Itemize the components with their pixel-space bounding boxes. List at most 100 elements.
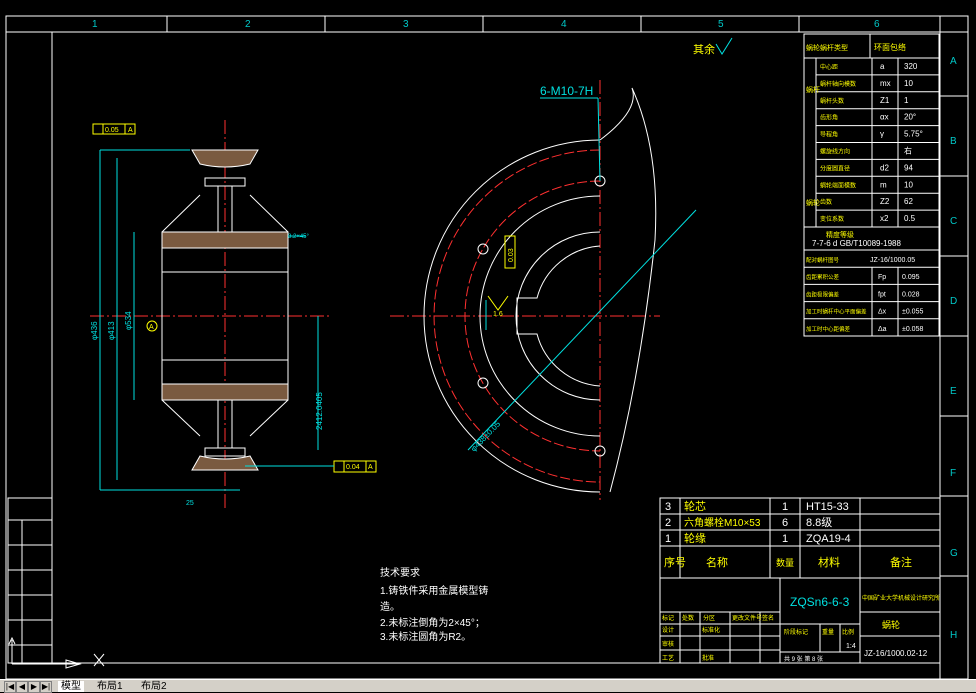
param-value: 0.5 bbox=[904, 214, 916, 223]
zone-col-5: 5 bbox=[718, 19, 724, 30]
param2-value: 0.028 bbox=[902, 291, 920, 298]
tolerance-frame-top: 0.05 A bbox=[92, 123, 136, 135]
bom-no: 2 bbox=[665, 517, 671, 529]
bom-name: 六角螺栓M10×53 bbox=[684, 516, 761, 529]
zone-row-a: A bbox=[950, 56, 957, 67]
param-symbol: x2 bbox=[880, 214, 889, 223]
param-label: 蜗轮端面模数 bbox=[820, 181, 856, 189]
tb-design: 设计 bbox=[662, 626, 674, 634]
tb-count: 处数 bbox=[682, 614, 694, 622]
thread-leader bbox=[597, 97, 601, 182]
scale-value: 1:4 bbox=[846, 643, 856, 650]
param-symbol: d2 bbox=[880, 163, 889, 172]
zone-col-3: 3 bbox=[403, 19, 409, 30]
param2-label: 齿距累积公差 bbox=[806, 273, 840, 281]
tech-req-line-1: 1.铸铁件采用金属模型铸 bbox=[380, 584, 488, 597]
param-symbol: Z2 bbox=[880, 197, 890, 206]
zone-col-1: 1 bbox=[92, 19, 98, 30]
roughness-mark: 1.6 bbox=[487, 295, 509, 318]
bom-mat: HT15-33 bbox=[806, 501, 849, 513]
thread-callout: 6-M10-7H bbox=[540, 84, 593, 98]
scale-label: 比例 bbox=[842, 628, 854, 636]
param2-label: 齿距极限偏差 bbox=[806, 290, 840, 298]
bom-head-no: 序号 bbox=[664, 555, 686, 569]
layout-tab-bar: |◀ ◀ ▶ ▶| 模型 布局1 布局2 bbox=[0, 679, 976, 693]
param-value: 10 bbox=[904, 180, 913, 189]
hub-bore-arc bbox=[515, 231, 601, 401]
company-label: 中国矿业大学机械设计研究所 bbox=[862, 594, 940, 602]
bom-head-mat: 材料 bbox=[818, 555, 840, 569]
part-name: 蜗轮 bbox=[882, 619, 900, 630]
next-tab-icon[interactable]: ▶ bbox=[28, 681, 40, 693]
bom-no: 3 bbox=[665, 501, 671, 513]
rim-top bbox=[191, 149, 259, 168]
dimension-lines bbox=[99, 149, 319, 491]
param-value: 20° bbox=[904, 113, 916, 122]
face-tol-value: 0.03 bbox=[508, 248, 515, 262]
param-label: 分度圆直径 bbox=[820, 164, 850, 172]
tb-approve: 批准 bbox=[702, 654, 714, 662]
datum-a-label: A bbox=[149, 324, 154, 331]
bom-qty: 1 bbox=[782, 533, 788, 545]
param-value: 5.75° bbox=[904, 130, 923, 139]
tolerance-bottom-value: 0.04 bbox=[346, 464, 360, 471]
front-view[interactable]: 6-M10-7H φ438±0.05 0.03 1.6 bbox=[390, 80, 697, 500]
last-tab-icon[interactable]: ▶| bbox=[40, 681, 52, 693]
param-symbol: m bbox=[880, 180, 887, 189]
tech-req-line-3: 2.未标注倒角为2×45°； bbox=[380, 616, 485, 629]
roughness-symbol-icon bbox=[715, 37, 733, 55]
zone-row-g: G bbox=[950, 548, 958, 559]
bom-head-qty: 数量 bbox=[776, 557, 794, 568]
tab-layout1[interactable]: 布局1 bbox=[97, 681, 123, 692]
bom-head-name: 名称 bbox=[706, 555, 728, 569]
param2-label: 配对蜗杆图号 bbox=[806, 256, 840, 264]
drawing-number: JZ-16/1000.02-12 bbox=[864, 649, 928, 658]
zone-row-b: B bbox=[950, 136, 957, 147]
datum-a-marker bbox=[146, 320, 158, 332]
tab-layout2[interactable]: 布局2 bbox=[141, 681, 167, 692]
precision-label: 精度等级 bbox=[826, 230, 854, 239]
param-label: 蜗杆轴向模数 bbox=[820, 80, 856, 88]
tolerance-bottom-ref: A bbox=[368, 464, 373, 471]
bom-qty: 6 bbox=[782, 517, 788, 529]
bom-no: 1 bbox=[665, 533, 671, 545]
param2-symbol: Fp bbox=[878, 274, 886, 281]
param-symbol: αx bbox=[880, 113, 889, 122]
tech-req-line-2: 造。 bbox=[380, 600, 400, 613]
zone-labels: 1 2 3 4 5 6 A B C D E F G H bbox=[92, 19, 958, 641]
param2-symbol: Δx bbox=[878, 309, 887, 316]
param-value: 10 bbox=[904, 79, 913, 88]
zone-row-f: F bbox=[950, 468, 956, 479]
first-tab-icon[interactable]: |◀ bbox=[4, 681, 16, 693]
roughness-value: 1.6 bbox=[493, 311, 503, 318]
tolerance-frame-bottom: 0.04 A bbox=[245, 460, 377, 473]
outer-rim-arc bbox=[423, 139, 601, 493]
param-symbol: Z1 bbox=[880, 96, 890, 105]
param-value: 1 bbox=[904, 96, 909, 105]
tb-process: 工艺 bbox=[662, 654, 674, 662]
dim-od: φ436 bbox=[90, 321, 99, 340]
param-label: 中心距 bbox=[820, 63, 838, 71]
hub-outer-arc bbox=[479, 195, 601, 437]
tolerance-top-value: 0.05 bbox=[105, 127, 119, 134]
section-view[interactable]: φ436 φ413 φ534 2412.0405 3.2×45° 25 A 0.… bbox=[90, 120, 377, 510]
bom-mat: 8.8级 bbox=[806, 516, 832, 529]
param-value: 94 bbox=[904, 163, 913, 172]
dim-span: 2412.0405 bbox=[315, 392, 324, 430]
param-value: 右 bbox=[904, 146, 912, 156]
tb-change: 更改文件号 bbox=[732, 614, 762, 622]
zone-row-d: D bbox=[950, 296, 957, 307]
ucs-icon bbox=[8, 636, 105, 669]
sheet-count: 共 9 张 第 8 张 bbox=[784, 655, 823, 663]
prev-tab-icon[interactable]: ◀ bbox=[16, 681, 28, 693]
param2-value: ±0.055 bbox=[902, 309, 923, 316]
param-label: 导程角 bbox=[820, 131, 838, 139]
bom-mat: ZQA19-4 bbox=[806, 533, 851, 545]
technical-requirements: 技术要求 1.铸铁件采用金属模型铸 造。 2.未标注倒角为2×45°； 3.未标… bbox=[380, 566, 488, 643]
tech-req-line-4: 3.未标注圆角为R2。 bbox=[380, 630, 471, 643]
tab-model[interactable]: 模型 bbox=[58, 681, 84, 692]
bom-name: 轮芯 bbox=[684, 499, 706, 513]
param2-value: 0.095 bbox=[902, 274, 920, 281]
